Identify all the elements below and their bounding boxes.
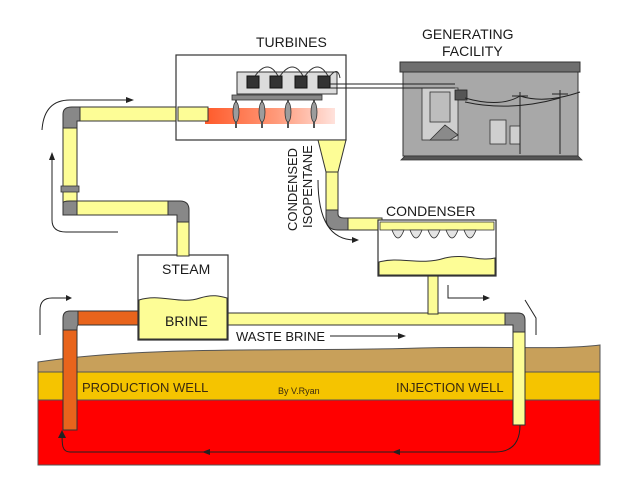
- condenser-label: CONDENSER: [386, 203, 475, 219]
- generating-facility-label-line1: GENERATING: [422, 26, 514, 42]
- generating-facility: [399, 61, 583, 161]
- injection-well: [512, 329, 526, 426]
- separator-tank: [137, 254, 229, 341]
- gold-layer: [37, 371, 601, 401]
- condenser-unit: [377, 219, 497, 277]
- turbine-housing: [175, 54, 347, 141]
- brine-label: BRINE: [165, 313, 208, 329]
- soil-layer: [37, 344, 601, 373]
- isopentane-line: [317, 139, 383, 243]
- steam-label: STEAM: [162, 261, 210, 277]
- hot-brine-pipe: [39, 295, 141, 335]
- waste-brine-label: WASTE BRINE: [236, 329, 325, 344]
- turbine-blades: [232, 101, 318, 123]
- production-well-label: PRODUCTION WELL: [82, 380, 208, 395]
- condensed-isopentane-label-line1: CONDENSED: [285, 148, 300, 231]
- generating-facility-label-line2: FACILITY: [442, 43, 503, 59]
- condensed-isopentane-label-line2: ISOPENTANE: [300, 145, 315, 228]
- injection-well-label: INJECTION WELL: [396, 380, 504, 395]
- turbines-label: TURBINES: [256, 34, 327, 50]
- power-transmission: [330, 83, 581, 154]
- condenser-sprays: [391, 229, 477, 239]
- waste-brine-pipe: [227, 271, 537, 339]
- production-well: [62, 317, 78, 431]
- turbine-units: [246, 75, 331, 89]
- underground-flow-arrows: [58, 424, 521, 455]
- ground: [37, 344, 601, 466]
- hot-rock-layer: [37, 399, 601, 466]
- generator-box: [236, 71, 338, 95]
- credit-label: By V.Ryan: [278, 386, 320, 396]
- steam-pipe: [41, 97, 190, 257]
- turbine-wires: [254, 66, 341, 79]
